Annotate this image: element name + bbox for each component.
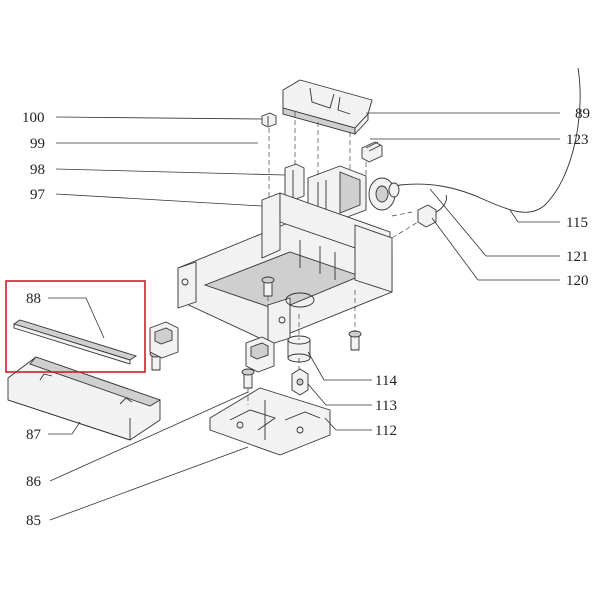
leader-lines — [48, 112, 560, 521]
part-88-strip — [12, 319, 138, 365]
label-part-121: 121 — [566, 249, 589, 265]
label-part-114: 114 — [375, 373, 397, 389]
foot-bracket-left — [149, 321, 179, 359]
assembly-lines — [247, 112, 419, 405]
label-part-123: 123 — [566, 132, 589, 148]
part-123-connector — [361, 141, 383, 163]
label-part-115: 115 — [566, 215, 588, 231]
part-113-valve — [291, 368, 309, 396]
label-part-112: 112 — [375, 423, 397, 439]
part-100-clip — [261, 112, 277, 128]
screw-a — [261, 276, 275, 297]
label-part-89: 89 — [575, 106, 590, 122]
label-part-120: 120 — [566, 273, 589, 289]
part-121-motor — [368, 177, 400, 211]
label-part-100: 100 — [22, 110, 45, 126]
label-part-87: 87 — [26, 427, 42, 443]
part-89-top-cover — [282, 79, 373, 135]
part-97-chassis — [177, 192, 393, 346]
label-part-98: 98 — [30, 162, 45, 178]
part-120-switch — [417, 194, 447, 228]
highlight-box-88 — [5, 280, 146, 373]
label-part-99: 99 — [30, 136, 45, 152]
label-part-97: 97 — [30, 187, 46, 203]
label-part-88: 88 — [26, 291, 41, 307]
cable-115 — [399, 67, 581, 213]
part-87-drip-tray — [7, 356, 162, 441]
label-part-113: 113 — [375, 398, 397, 414]
screw-d — [241, 368, 255, 389]
part-85-base-plate — [209, 387, 331, 456]
label-part-86: 86 — [26, 474, 42, 490]
foot-bracket-right — [245, 336, 275, 373]
screw-b — [348, 330, 362, 351]
label-part-85: 85 — [26, 513, 41, 529]
part-98-sensor — [284, 163, 305, 201]
